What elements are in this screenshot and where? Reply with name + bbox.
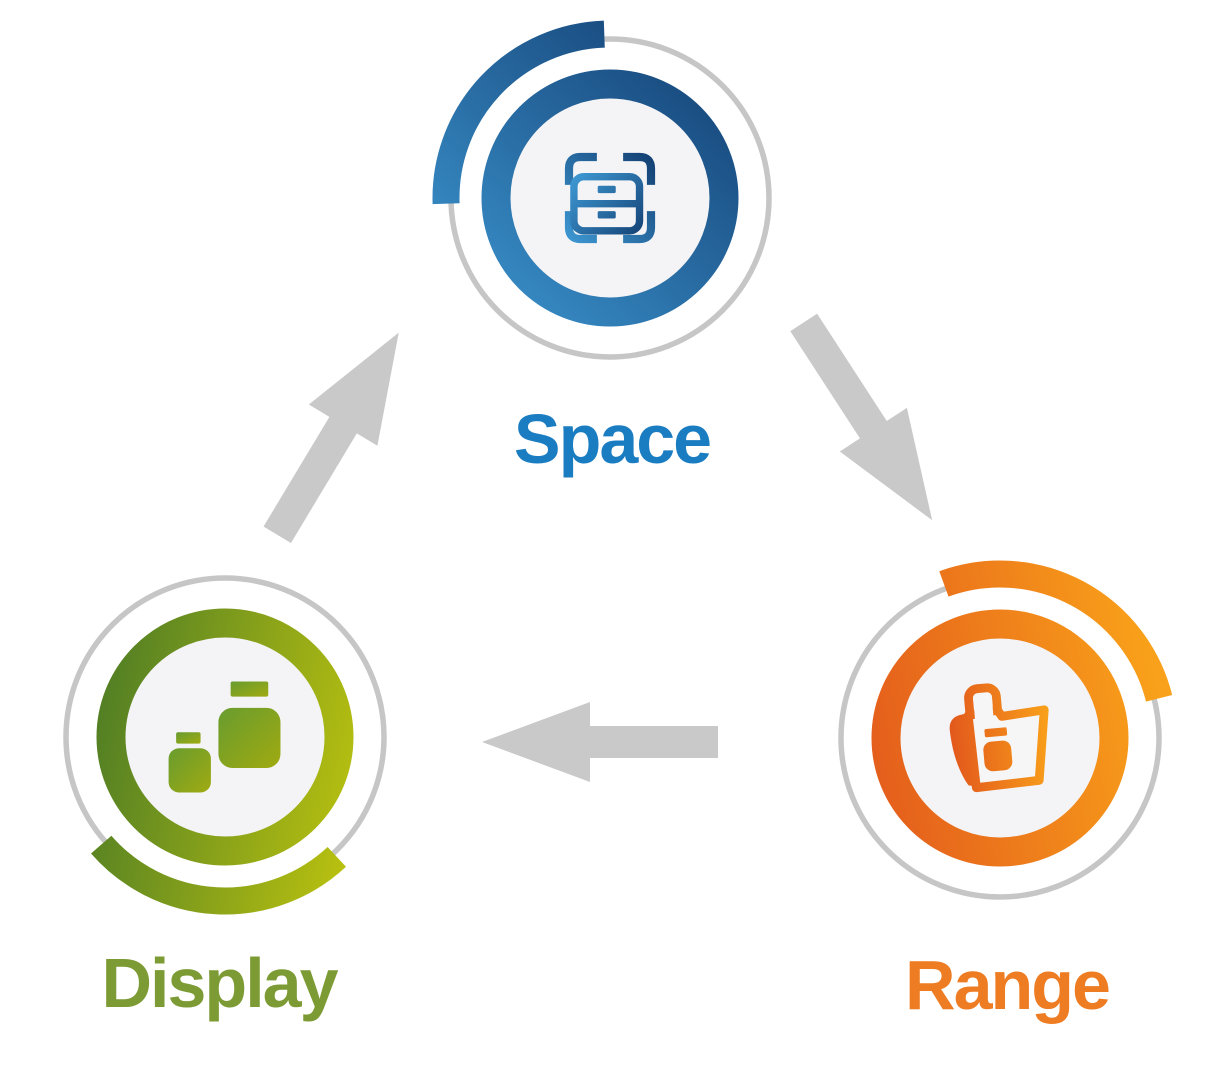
arrow-display-to-space <box>239 306 440 558</box>
space-label: Space <box>513 400 712 478</box>
range-inner-ring <box>871 609 1129 867</box>
range-outer-arc <box>939 560 1173 702</box>
storage-scan-icon <box>564 152 656 244</box>
small-jar-body <box>168 748 211 793</box>
space-outer-arc <box>432 20 605 205</box>
large-jar-body <box>218 707 281 769</box>
small-jar-cap <box>176 732 201 744</box>
product-jars-icon <box>168 681 281 793</box>
space-node <box>430 18 790 378</box>
product-jar-glyph <box>983 727 1013 772</box>
large-jar-cap <box>230 681 269 697</box>
display-inner-ring <box>96 608 354 866</box>
arrow-space-to-range <box>766 298 972 548</box>
display-outer-arc <box>91 835 347 915</box>
arrow-range-to-display <box>478 697 718 787</box>
range-label: Range <box>905 946 1111 1024</box>
space-badge <box>432 20 772 360</box>
space-inner-disc <box>510 98 710 298</box>
folder-product-icon <box>949 683 1049 793</box>
folder-tab-interior <box>973 692 994 728</box>
display-label: Display <box>101 944 339 1022</box>
display-badge <box>63 575 387 915</box>
range-node <box>820 558 1180 918</box>
drawer-cabinet-glyph <box>570 172 644 235</box>
space-inner-ring <box>481 69 739 327</box>
range-badge <box>838 560 1173 900</box>
display-node <box>45 557 405 917</box>
